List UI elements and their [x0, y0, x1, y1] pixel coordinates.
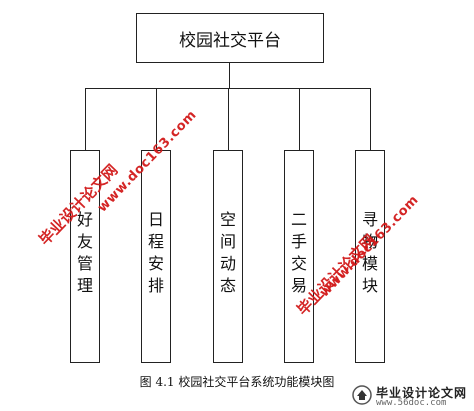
module-trade-label: 二 手 交 易	[290, 210, 307, 295]
figure-caption: 图 4.1 校园社交平台系统功能模块图	[139, 375, 335, 389]
module-schedule: 日 程 安 排	[141, 150, 171, 363]
module-lost: 寻 物 模 块	[355, 150, 385, 363]
root-node: 校园社交平台	[136, 13, 324, 63]
connector-space	[228, 88, 229, 150]
connector-trade	[299, 88, 300, 150]
connector-schedule	[156, 88, 157, 150]
logo-url: www.56doc.com	[376, 398, 447, 408]
module-lost-label: 寻 物 模 块	[361, 210, 378, 295]
module-friends-label: 好 友 管 理	[76, 210, 93, 295]
module-space: 空 间 动 态	[213, 150, 243, 363]
site-logo: 毕业设计论文网 www.56doc.com	[350, 383, 470, 409]
logo-title: 毕业设计论文网	[376, 386, 468, 400]
root-node-label: 校园社交平台	[179, 30, 281, 51]
module-friends: 好 友 管 理	[70, 150, 100, 363]
module-trade: 二 手 交 易	[284, 150, 314, 363]
logo-icon	[352, 385, 372, 405]
connector-friends	[85, 88, 86, 150]
module-space-label: 空 间 动 态	[219, 210, 236, 295]
horizontal-bus	[85, 88, 370, 89]
module-schedule-label: 日 程 安 排	[147, 210, 164, 295]
connector-lost	[370, 88, 371, 150]
root-connector	[229, 63, 230, 88]
